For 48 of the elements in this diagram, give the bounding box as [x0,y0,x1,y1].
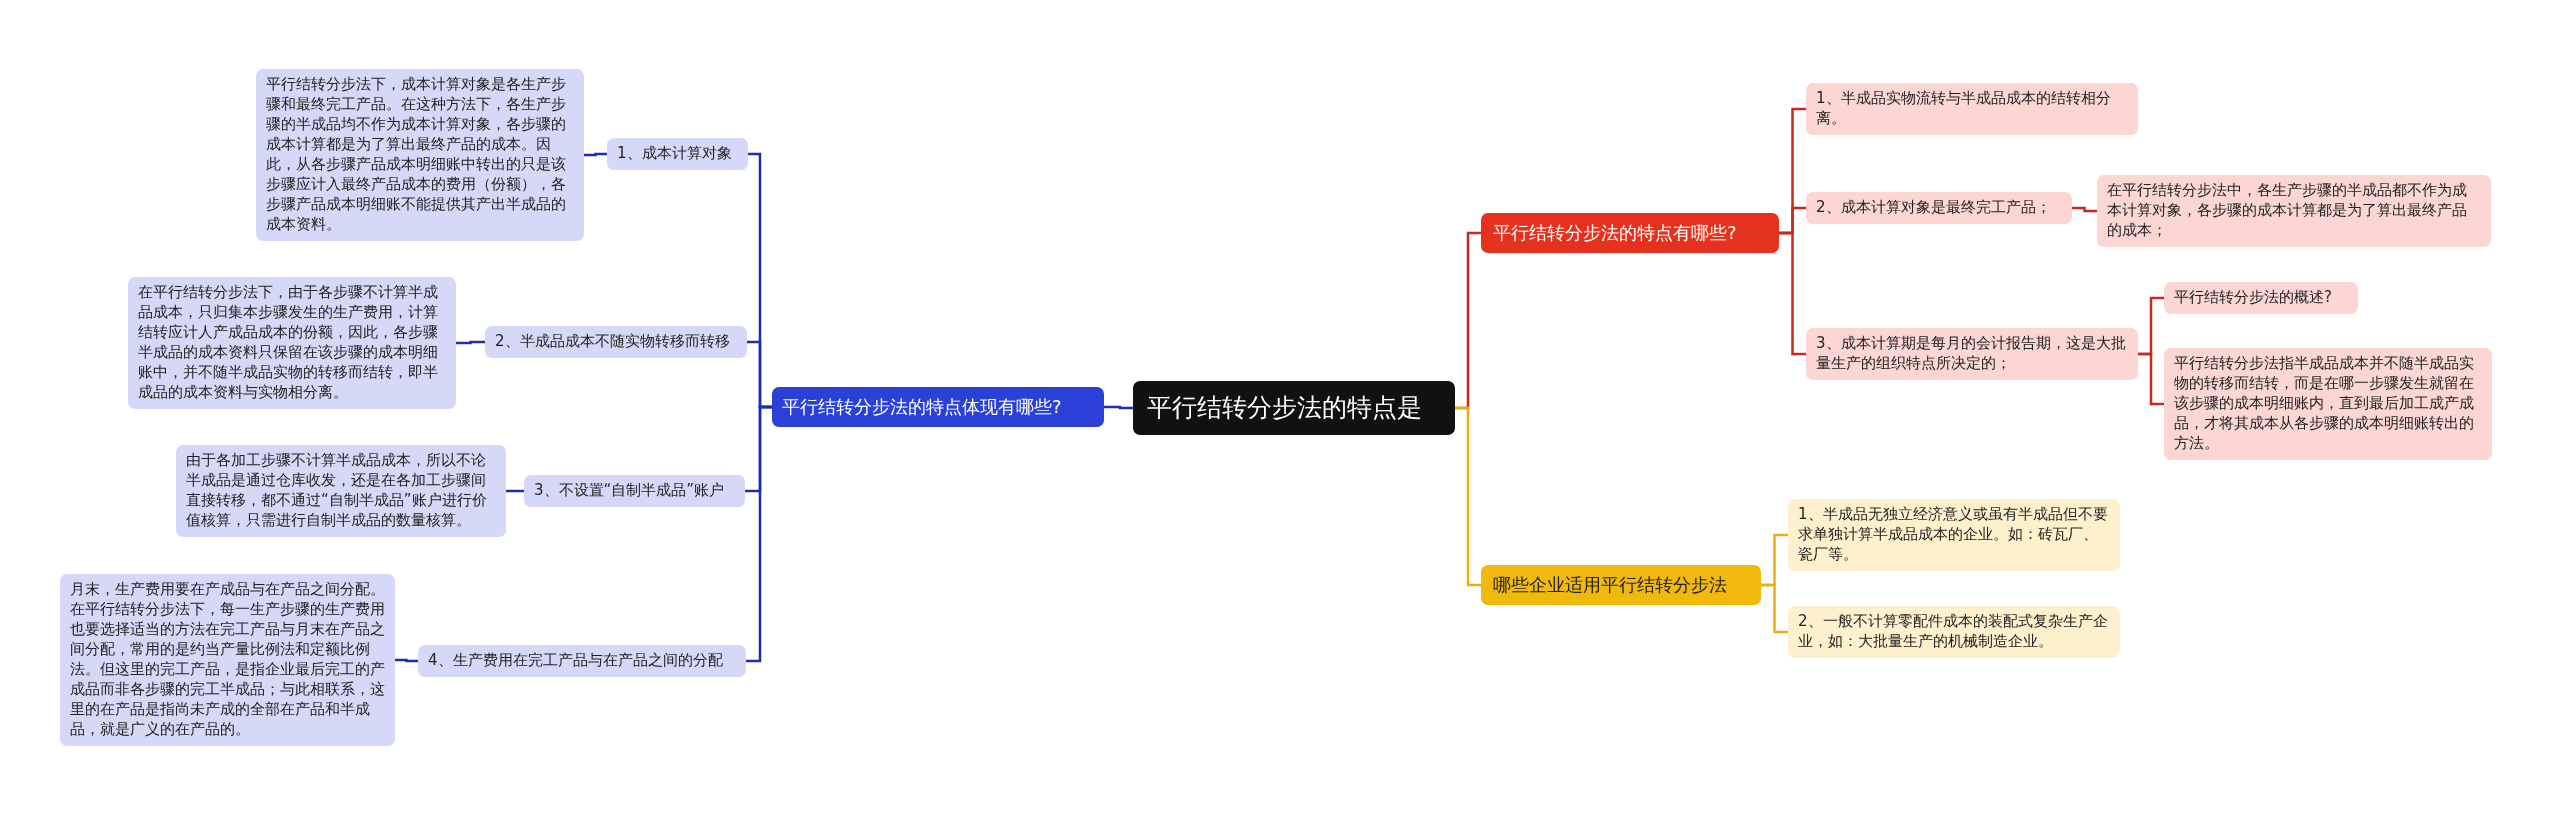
connector-line [395,658,418,663]
topic-text: 2、一般不计算零配件成本的装配式复杂生产企业，如：大批量生产的机械制造企业。 [1798,612,2109,652]
topic-text: 平行结转分步法的概述? [2174,288,2332,308]
connector-line [1761,583,1788,634]
subtopic-box [2164,282,2358,314]
subtopic-box [1788,606,2120,658]
topic-text: 2、成本计算对象是最终完工产品； [1816,198,2051,218]
subtopic-box [176,445,506,537]
topic-text: 哪些企业适用平行结转分步法 [1493,573,1727,597]
branch-topic [1481,213,1779,253]
connector-line [456,340,485,345]
topic-text: 1、半成品无独立经济意义或虽有半成品但不要求单独计算半成品成本的企业。如：砖瓦厂、瓷厂等。 [1798,505,2109,565]
branch-topic [772,387,1104,427]
subtopic-box [1788,499,2120,571]
connector-line [1104,405,1133,410]
topic-text: 3、不设置“自制半成品”账户 [534,481,725,501]
connector-line [2138,352,2164,406]
central-topic [1133,381,1455,435]
topic-text: 4、生产费用在完工产品与在产品之间的分配 [428,651,723,671]
connector-line [1779,231,1806,356]
topic-text: 由于各加工步骤不计算半成品成本，所以不论半成品是通过仓库收发，还是在各加工步骤间直接转移，都不通过“自制半成品”账户进行价值核算，只需进行自制半成品的数量核算。 [186,451,488,531]
subtopic-box [524,475,745,507]
topic-text: 在平行结转分步法下，由于各步骤不计算半成品成本，只归集本步骤发生的生产费用，计算结转应计人产成品成本的份额，因此，各步骤半成品的成本资料只保留在该步骤的成本明细账中，并不随半成品实物的转移而结转，即半成品的成本资料与实物相分离。 [138,283,439,403]
topic-text: 在平行结转分步法中，各生产步骤的半成品都不作为成本计算对象，各步骤的成本计算都是为了算出最终产品的成本； [2107,181,2468,241]
subtopic-box [1806,328,2138,380]
topic-text: 1、成本计算对象 [617,144,732,164]
topic-text: 1、半成品实物流转与半成品成本的结转相分离。 [1816,89,2112,129]
topic-text: 月末，生产费用要在产成品与在产品之间分配。在平行结转分步法下，每一生产步骤的生产费用也要选择适当的方法在完工产品与月末在产品之间分配，常用的是约当产量比例法和定额比例法。但这里的完工产品，是指企业最后完工的产成品而非各步骤的完工半成品；与此相联系，这里的在产品是指尚未产成的全部在产品和半成品，就是广义的在产品的。 [70,580,385,740]
branch-topic [1481,565,1761,605]
topic-text: 平行结转分步法下，成本计算对象是各生产步骤和最终完工产品。在这种方法下，各生产步骤的半成品均不作为成本计算对象，各步骤的成本计算都是为了算出最终产品的成本。因此，从各步骤产品成本明细账中转出的只是该步骤应计入最终产品成本的费用（份额），各步骤产品成本明细账不能提供其产出半成品的成本资料。 [266,75,567,235]
subtopic-box [2164,348,2492,460]
connector-line [1455,406,1481,587]
subtopic-box [418,645,746,677]
subtopic-box [485,326,747,358]
subtopic-box [607,138,748,170]
topic-text: 平行结转分步法的特点是 [1147,392,1422,425]
connector-line [2072,206,2097,213]
subtopic-box [2097,175,2491,247]
connector-line [746,405,772,663]
subtopic-box [1806,192,2072,224]
topic-text: 3、成本计算期是每月的会计报告期，这是大批量生产的组织特点所决定的； [1816,334,2127,374]
topic-text: 平行结转分步法的特点有哪些? [1493,221,1737,245]
topic-text: 平行结转分步法的特点体现有哪些? [782,395,1062,419]
topic-text: 2、半成品成本不随实物转移而转移 [495,332,730,352]
connector-line [584,152,607,157]
subtopic-box [1806,83,2138,135]
topic-text: 平行结转分步法指半成品成本并不随半成品实物的转移而结转，而是在哪一步骤发生就留在该步骤的成本明细账内，直到最后加工成产成品，才将其成本从各步骤的成本明细账转出的方法。 [2174,354,2475,454]
subtopic-box [128,277,456,409]
